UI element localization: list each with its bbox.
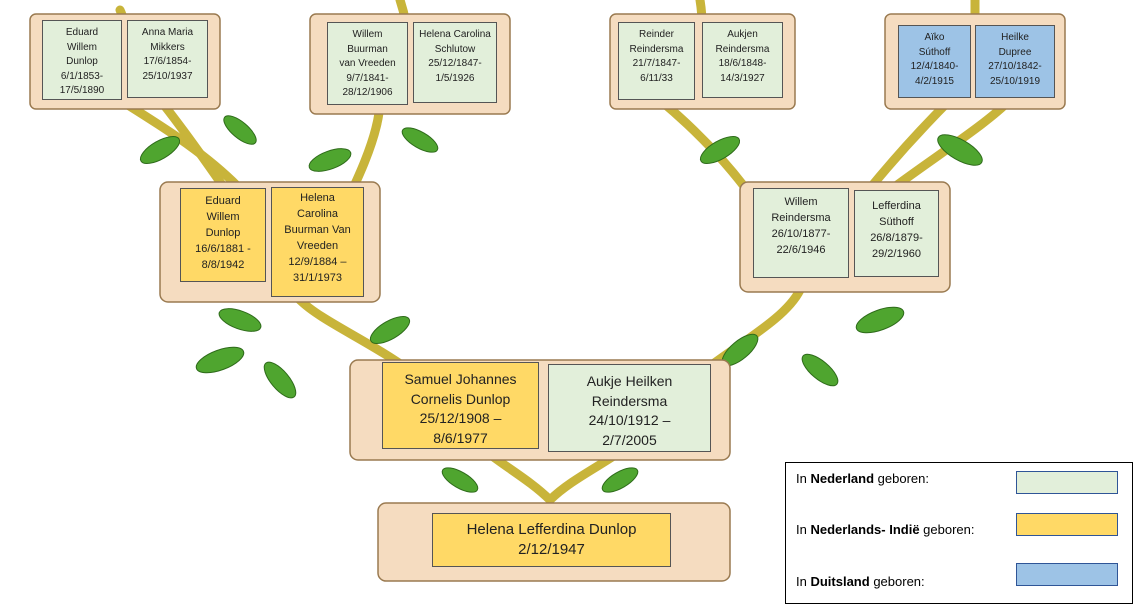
legend-swatch-indie bbox=[1016, 513, 1118, 536]
legend: In Nederland geboren: In Nederlands- Ind… bbox=[785, 462, 1133, 604]
person-aukje-heilken-reindersma: Aukje Heilken Reindersma 24/10/1912 – 2/… bbox=[548, 364, 711, 452]
person-lefferdina-suthoff: Lefferdina Süthoff 26/8/1879- 29/2/1960 bbox=[854, 190, 939, 277]
person-helena-carolina-buurman-van-vreeden: Helena Carolina Buurman Van Vreeden 12/9… bbox=[271, 187, 364, 297]
legend-swatch-nederland bbox=[1016, 471, 1118, 494]
person-helena-lefferdina-dunlop: Helena Lefferdina Dunlop 2/12/1947 bbox=[432, 513, 671, 567]
person-heilke-dupree: Heilke Dupree 27/10/1842- 25/10/1919 bbox=[975, 25, 1055, 98]
person-willem-buurman-van-vreeden: Willem Buurman van Vreeden 9/7/1841- 28/… bbox=[327, 22, 408, 105]
legend-label-nederland: In Nederland geboren: bbox=[796, 471, 929, 486]
person-helena-carolina-schlutow: Helena Carolina Schlutow 25/12/1847- 1/5… bbox=[413, 22, 497, 103]
person-reinder-reindersma: Reinder Reindersma 21/7/1847- 6/11/33 bbox=[618, 22, 695, 100]
person-aiko-suthoff: Aïko Súthoff 12/4/1840- 4/2/1915 bbox=[898, 25, 971, 98]
person-willem-reindersma: Willem Reindersma 26/10/1877- 22/6/1946 bbox=[753, 188, 849, 278]
person-eduard-willem-dunlop-1881: Eduard Willem Dunlop 16/6/1881 - 8/8/194… bbox=[180, 188, 266, 282]
legend-swatch-duitsland bbox=[1016, 563, 1118, 586]
legend-label-duitsland: In Duitsland geboren: bbox=[796, 574, 925, 589]
person-aukjen-reindersma: Aukjen Reindersma 18/6/1848- 14/3/1927 bbox=[702, 22, 783, 98]
legend-label-indie: In Nederlands- Indië geboren: bbox=[796, 522, 975, 537]
person-anna-maria-mikkers: Anna Maria Mikkers 17/6/1854- 25/10/1937 bbox=[127, 20, 208, 98]
person-eduard-willem-dunlop-1853: Eduard Willem Dunlop 6/1/1853- 17/5/1890 bbox=[42, 20, 122, 100]
person-samuel-johannes-cornelis-dunlop: Samuel Johannes Cornelis Dunlop 25/12/19… bbox=[382, 362, 539, 449]
